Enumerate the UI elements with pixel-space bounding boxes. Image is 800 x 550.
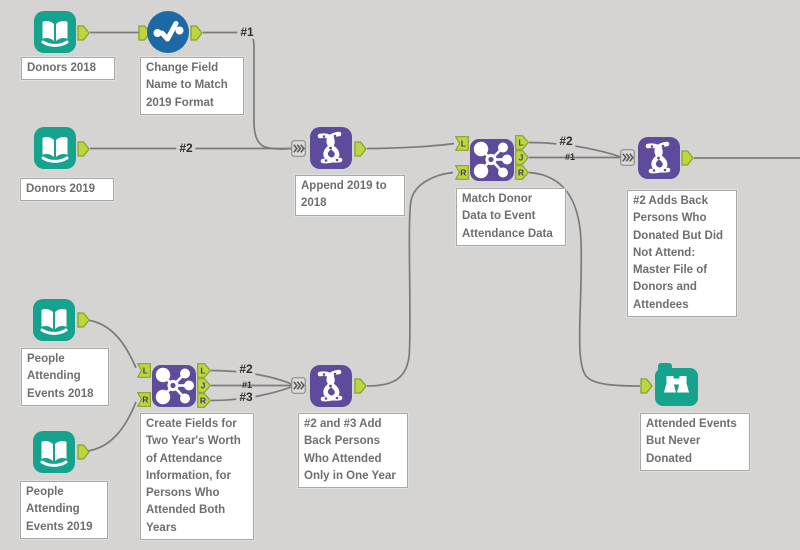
- join-output-anchor-L[interactable]: L: [197, 363, 211, 378]
- binoculars-icon: [654, 363, 699, 407]
- tool-caption[interactable]: Change Field Name to Match 2019 Format: [140, 57, 244, 115]
- connection-line[interactable]: [210, 369, 292, 385]
- join-output-anchor-J[interactable]: J: [515, 150, 529, 165]
- svg-text:L: L: [200, 366, 205, 376]
- tool-join-match-donor-data[interactable]: [469, 138, 515, 187]
- tool-input-people-attending-2018[interactable]: [32, 298, 76, 347]
- book-icon: [32, 430, 76, 474]
- join-input-anchor-R[interactable]: R: [455, 165, 469, 180]
- tool-caption[interactable]: Append 2019 to 2018: [295, 175, 405, 216]
- molecule-icon: [469, 138, 515, 182]
- tool-input-donors-2019[interactable]: [33, 126, 77, 175]
- tool-caption[interactable]: People Attending Events 2019: [20, 481, 108, 539]
- input-anchor[interactable]: [640, 378, 653, 394]
- tool-input-people-attending-2019[interactable]: [32, 430, 76, 479]
- tool-browse-attended-never-donated[interactable]: [654, 363, 699, 412]
- svg-text:J: J: [519, 153, 524, 163]
- svg-text:L: L: [143, 366, 148, 376]
- output-anchor[interactable]: [190, 25, 203, 41]
- output-anchor[interactable]: [77, 141, 90, 157]
- svg-text:R: R: [518, 168, 524, 178]
- book-icon: [32, 298, 76, 342]
- book-icon: [33, 126, 77, 170]
- tool-join-create-fields[interactable]: [151, 364, 197, 413]
- molecule-icon: [151, 364, 197, 408]
- join-input-anchor-L[interactable]: L: [455, 136, 469, 151]
- tool-caption[interactable]: Create Fields for Two Year's Worth of At…: [140, 413, 254, 540]
- tool-input-donors-2018[interactable]: [33, 10, 77, 59]
- svg-text:L: L: [518, 138, 523, 148]
- tool-union-append-2019-to-2018[interactable]: [309, 126, 353, 175]
- connection-line[interactable]: [528, 141, 622, 158]
- check-dots-icon: [146, 10, 190, 54]
- connection-label: #2: [176, 141, 196, 155]
- connection-label: #3: [236, 390, 256, 404]
- output-anchor[interactable]: [681, 150, 694, 166]
- output-anchor[interactable]: [77, 25, 90, 41]
- connection-line[interactable]: [366, 171, 454, 387]
- join-input-anchor-R[interactable]: R: [137, 392, 151, 407]
- book-icon: [33, 10, 77, 54]
- union-multi-input-anchor[interactable]: [620, 149, 635, 166]
- output-anchor[interactable]: [354, 378, 367, 394]
- connection-label: #1: [241, 380, 253, 390]
- output-anchor[interactable]: [77, 444, 90, 460]
- connection-label: #2: [236, 362, 256, 376]
- svg-text:L: L: [461, 139, 466, 149]
- join-output-anchor-R[interactable]: R: [197, 393, 211, 408]
- connection-label: #1: [564, 152, 576, 162]
- output-anchor[interactable]: [354, 141, 367, 157]
- union-multi-input-anchor[interactable]: [291, 140, 306, 157]
- tool-union-add-back-attendees[interactable]: [309, 364, 353, 413]
- connection-line[interactable]: [366, 142, 455, 150]
- tool-caption[interactable]: Attended Events But Never Donated: [640, 413, 750, 471]
- svg-text:R: R: [142, 395, 148, 405]
- connection-label: #1: [237, 25, 257, 39]
- tool-caption[interactable]: Donors 2019: [20, 178, 114, 202]
- tool-union-master-file[interactable]: [637, 136, 681, 185]
- dna-icon: [309, 126, 353, 170]
- tool-caption[interactable]: #2 and #3 Add Back Persons Who Attended …: [298, 413, 408, 488]
- connection-label: #2: [556, 134, 576, 148]
- join-output-anchor-L[interactable]: L: [515, 135, 529, 150]
- connection-line[interactable]: [79, 401, 137, 453]
- tool-caption[interactable]: Donors 2018: [21, 57, 115, 81]
- join-input-anchor-L[interactable]: L: [137, 363, 151, 378]
- tool-caption[interactable]: People Attending Events 2018: [21, 348, 109, 406]
- dna-icon: [309, 364, 353, 408]
- union-multi-input-anchor[interactable]: [291, 377, 306, 394]
- tool-caption[interactable]: #2 Adds Back Persons Who Donated But Did…: [627, 190, 737, 317]
- output-anchor[interactable]: [77, 312, 90, 328]
- svg-text:R: R: [460, 168, 466, 178]
- join-output-anchor-R[interactable]: R: [515, 165, 529, 180]
- connection-line[interactable]: [210, 386, 292, 402]
- join-output-anchor-J[interactable]: J: [197, 378, 211, 393]
- svg-text:J: J: [201, 381, 206, 391]
- dna-icon: [637, 136, 681, 180]
- tool-caption[interactable]: Match Donor Data to Event Attendance Dat…: [456, 188, 566, 246]
- svg-text:R: R: [200, 396, 206, 406]
- tool-select-change-field-name[interactable]: [146, 10, 190, 59]
